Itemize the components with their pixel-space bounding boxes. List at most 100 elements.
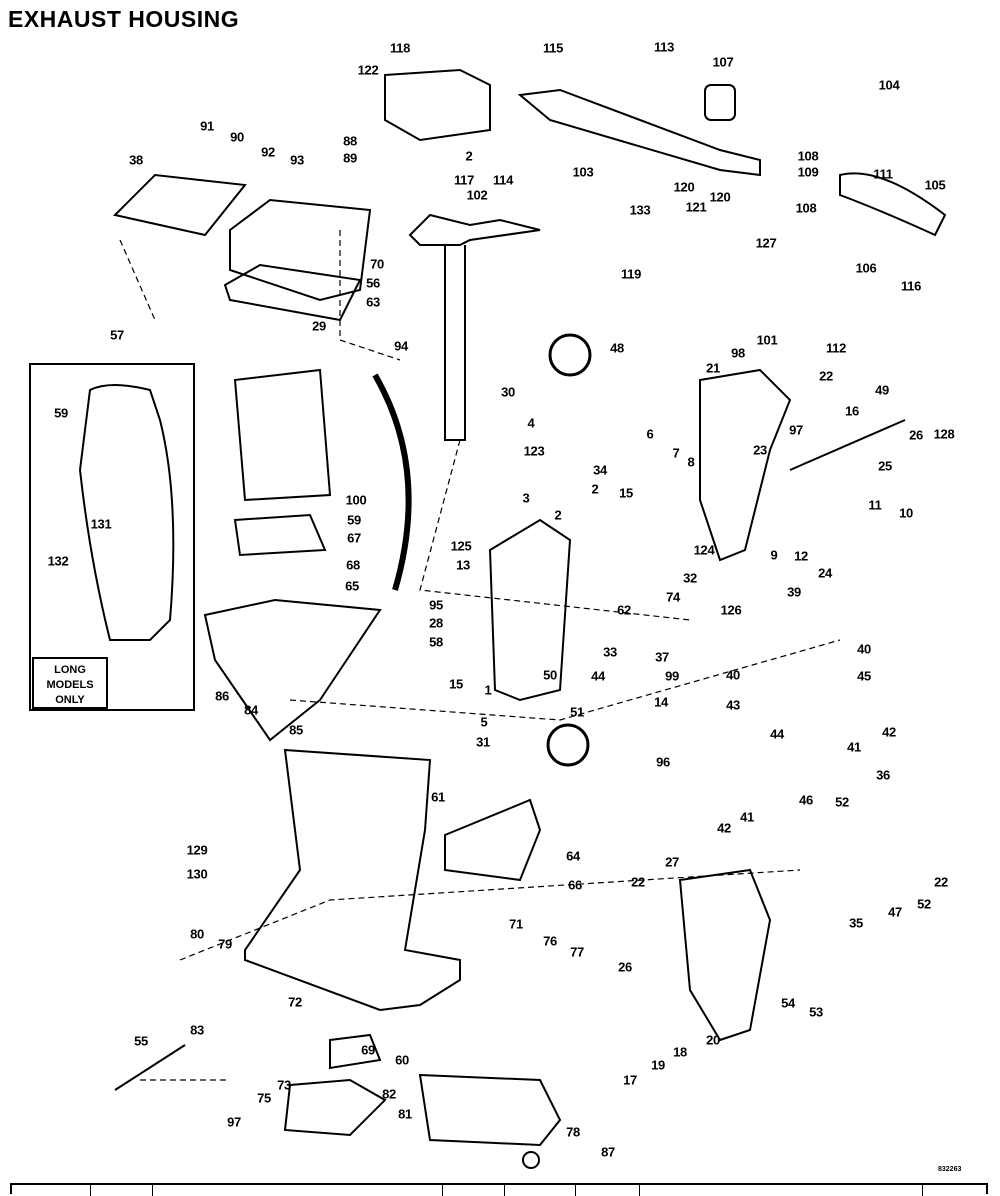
stern-bracket-left (678, 868, 772, 1042)
callout-91: 91 (200, 118, 214, 134)
callout-71: 71 (509, 916, 523, 932)
exhaust-adapter (229, 198, 372, 302)
callout-22: 22 (819, 368, 833, 384)
callout-20: 20 (706, 1032, 720, 1048)
water-pump-housing (283, 1078, 387, 1137)
figure-code: 832263 (938, 1166, 962, 1173)
callout-76: 76 (543, 933, 557, 949)
callout-117: 117 (453, 172, 475, 188)
callout-131: 131 (90, 516, 112, 532)
callout-28: 28 (429, 615, 443, 631)
callout-80: 80 (190, 926, 204, 942)
exhaust-tube (233, 368, 332, 502)
callout-67: 67 (347, 530, 361, 546)
callout-59: 59 (347, 512, 361, 528)
callout-51: 51 (570, 704, 584, 720)
callout-16: 16 (845, 403, 859, 419)
callout-37: 37 (655, 649, 669, 665)
callout-97: 97 (227, 1114, 241, 1130)
callout-26: 26 (618, 959, 632, 975)
table-divider (442, 1185, 443, 1196)
callout-113: 113 (653, 39, 675, 55)
callout-19: 19 (651, 1057, 665, 1073)
callout-92: 92 (261, 144, 275, 160)
note-line: MODELS (46, 679, 94, 691)
callout-99: 99 (665, 668, 679, 684)
table-divider (922, 1185, 923, 1196)
callout-65: 65 (345, 578, 359, 594)
callout-41: 41 (847, 739, 861, 755)
callout-56: 56 (366, 275, 380, 291)
callout-64: 64 (566, 848, 580, 864)
callout-70: 70 (370, 256, 384, 272)
callout-45: 45 (857, 668, 871, 684)
callout-42: 42 (717, 820, 731, 836)
callout-103: 103 (572, 164, 594, 180)
callout-97: 97 (789, 422, 803, 438)
callout-133: 133 (629, 202, 651, 218)
retaining-ring (522, 1151, 540, 1169)
callout-128: 128 (933, 426, 955, 442)
callout-44: 44 (591, 668, 605, 684)
callout-34: 34 (593, 462, 607, 478)
note-line: ONLY (55, 694, 85, 706)
callout-89: 89 (343, 150, 357, 166)
callout-79: 79 (218, 936, 232, 952)
table-divider (504, 1185, 505, 1196)
callout-15: 15 (449, 676, 463, 692)
callout-84: 84 (244, 702, 258, 718)
swivel-bracket (488, 518, 572, 702)
callout-15: 15 (619, 485, 633, 501)
callout-55: 55 (134, 1033, 148, 1049)
callout-98: 98 (731, 345, 745, 361)
callout-111: 111 (873, 166, 893, 182)
assembly-guide-lines (119, 230, 841, 1081)
callout-132: 132 (47, 553, 69, 569)
callout-104: 104 (878, 77, 900, 93)
callout-120: 120 (673, 179, 695, 195)
callout-52: 52 (835, 794, 849, 810)
tilt-rod (114, 1044, 186, 1091)
callout-31: 31 (476, 734, 490, 750)
page-title: EXHAUST HOUSING (8, 6, 240, 32)
callout-90: 90 (230, 129, 244, 145)
callout-75: 75 (257, 1090, 271, 1106)
rotate-marker-lower (546, 723, 590, 767)
callout-116: 116 (900, 278, 922, 294)
callout-77: 77 (570, 944, 584, 960)
exhaust-housing (244, 748, 461, 1012)
callout-95: 95 (429, 597, 443, 613)
callout-52: 52 (917, 896, 931, 912)
callout-86: 86 (215, 688, 229, 704)
callout-102: 102 (466, 187, 488, 203)
callout-109: 109 (797, 164, 819, 180)
callout-35: 35 (849, 915, 863, 931)
swivel-head (384, 68, 491, 142)
callout-3: 3 (522, 490, 530, 506)
long-models-inset-box (29, 363, 195, 711)
callout-118: 118 (389, 40, 411, 56)
callout-73: 73 (277, 1077, 291, 1093)
callout-1: 1 (484, 682, 492, 698)
exhaust-housing-cover (444, 798, 542, 882)
callout-22: 22 (934, 874, 948, 890)
note-line: LONG (54, 664, 86, 676)
rotate-marker-upper (548, 333, 592, 377)
callout-30: 30 (501, 384, 515, 400)
callout-108: 108 (797, 148, 819, 164)
callout-127: 127 (755, 235, 777, 251)
callout-62: 62 (617, 602, 631, 618)
callout-72: 72 (288, 994, 302, 1010)
callout-123: 123 (523, 443, 545, 459)
callout-85: 85 (289, 722, 303, 738)
callout-120: 120 (709, 189, 731, 205)
seal (329, 1033, 382, 1070)
callout-2: 2 (465, 148, 473, 164)
callout-121: 121 (685, 199, 707, 215)
callout-122: 122 (357, 62, 379, 78)
callout-36: 36 (876, 767, 890, 783)
callout-47: 47 (888, 904, 902, 920)
table-divider (575, 1185, 576, 1196)
callout-58: 58 (429, 634, 443, 650)
